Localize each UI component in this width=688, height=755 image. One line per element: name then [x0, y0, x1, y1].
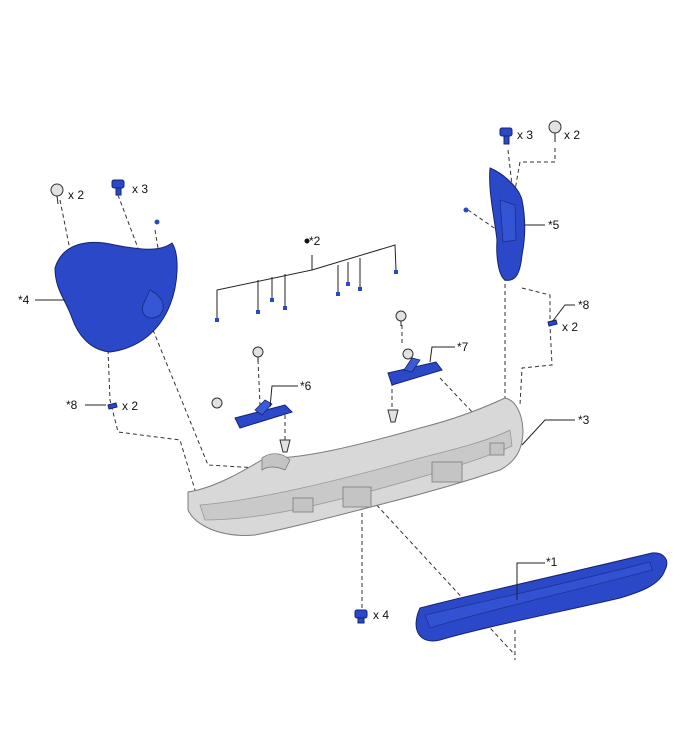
- callout-4: *4: [18, 293, 30, 307]
- qty-left-clip: x 3: [132, 182, 148, 196]
- bolt-icon: [211, 397, 223, 409]
- callout-2: *2: [309, 234, 321, 248]
- part-3-bumper-cover: [187, 397, 524, 536]
- qty-bottom-clip: x 4: [373, 608, 389, 622]
- callout-1: *1: [546, 555, 558, 569]
- part-7-bracket: [387, 357, 443, 386]
- part-2-wire-harness: [215, 238, 398, 322]
- pin-icon: [463, 207, 469, 213]
- callout-6: *6: [300, 379, 312, 393]
- callout-labels: *2 *4 *5 *8 *8 *6 *7 *3 *1: [18, 218, 590, 569]
- clip-icon: [387, 409, 399, 423]
- bolt-icon: [395, 310, 407, 326]
- clip-icon: [279, 439, 291, 453]
- clip-icon: [354, 609, 368, 624]
- clip-icon: [499, 127, 513, 145]
- qty-right-clip: x 3: [517, 128, 533, 142]
- qty-left-bolt: x 2: [68, 188, 84, 202]
- bolt-icon: [548, 120, 562, 142]
- part-6-bracket: [234, 399, 293, 429]
- callout-7: *7: [457, 340, 469, 354]
- callout-5: *5: [548, 218, 560, 232]
- qty-left-8: x 2: [122, 399, 138, 413]
- qty-right-8: x 2: [562, 320, 578, 334]
- qty-right-bolt: x 2: [564, 128, 580, 142]
- guide-lines: [59, 148, 556, 660]
- part-5-right-retainer: [489, 167, 526, 281]
- quantity-labels: x 2 x 3 x 3 x 2 x 2 x 2 x 4: [68, 128, 580, 622]
- callout-3: *3: [578, 413, 590, 427]
- clip-icon: [111, 179, 125, 196]
- callout-8-left: *8: [66, 398, 78, 412]
- nut-icon: [107, 402, 118, 410]
- callout-8-right: *8: [578, 298, 590, 312]
- bolt-icon: [252, 346, 264, 362]
- fasteners: [50, 120, 562, 624]
- part-4-left-side-cover: [54, 241, 178, 353]
- pin-icon: [154, 219, 160, 225]
- bolt-icon: [50, 183, 64, 205]
- part-1-lower-cover: [415, 552, 668, 642]
- leader-lines: [35, 224, 575, 600]
- bolt-icon: [402, 348, 414, 360]
- harness-marker: [304, 238, 310, 244]
